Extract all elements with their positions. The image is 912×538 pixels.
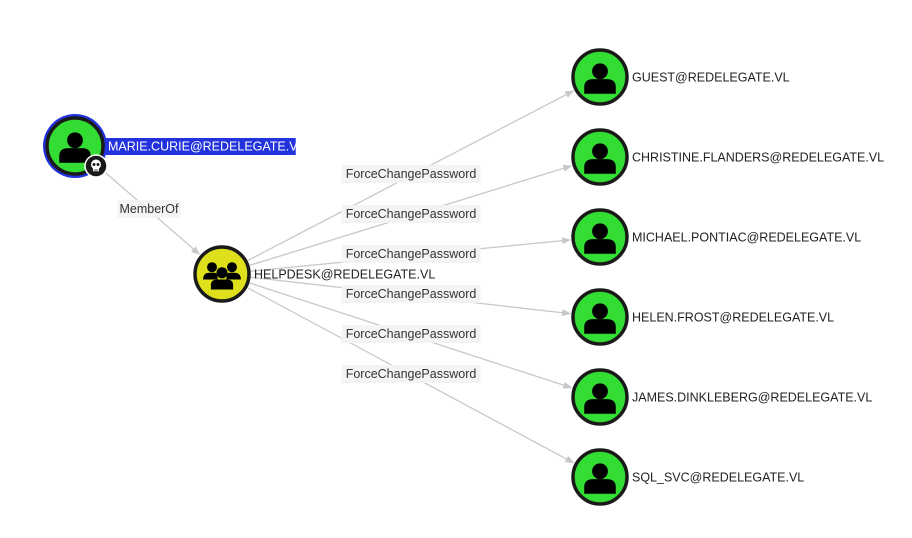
edge-label[interactable]: ForceChangePassword xyxy=(341,165,481,183)
node-sqlsvc[interactable]: SQL_SVC@REDELEGATE.VL xyxy=(571,448,804,506)
edge-label-text: ForceChangePassword xyxy=(346,247,477,261)
edge-label[interactable]: ForceChangePassword xyxy=(341,365,481,383)
edge-label-background xyxy=(117,200,181,218)
edge-label-background xyxy=(341,245,481,263)
edge-label[interactable]: MemberOf xyxy=(117,200,181,218)
edge-label-text: ForceChangePassword xyxy=(346,167,477,181)
nodes-layer: MARIE.CURIE@REDELEGATE.VL HELPDESK@REDELE… xyxy=(43,48,884,506)
node-christine[interactable]: CHRISTINE.FLANDERS@REDELEGATE.VL xyxy=(571,128,884,186)
edge-label-background xyxy=(341,165,481,183)
node-marie[interactable]: MARIE.CURIE@REDELEGATE.VL xyxy=(43,114,305,178)
node-label: JAMES.DINKLEBERG@REDELEGATE.VL xyxy=(632,391,872,405)
edge-label-text: MemberOf xyxy=(119,202,179,216)
node-label: CHRISTINE.FLANDERS@REDELEGATE.VL xyxy=(632,151,884,165)
edge-label-background xyxy=(341,285,481,303)
node-guest[interactable]: GUEST@REDELEGATE.VL xyxy=(571,48,790,106)
edge-label-text: ForceChangePassword xyxy=(346,287,477,301)
node-label: HELEN.FROST@REDELEGATE.VL xyxy=(632,311,834,325)
skull-icon xyxy=(84,154,108,178)
edge-label-text: ForceChangePassword xyxy=(346,207,477,221)
edge-label[interactable]: ForceChangePassword xyxy=(341,245,481,263)
edge-labels-layer: MemberOfForceChangePasswordForceChangePa… xyxy=(117,165,481,383)
edge-label-background xyxy=(341,205,481,223)
edge-label-text: ForceChangePassword xyxy=(346,367,477,381)
node-label: MICHAEL.PONTIAC@REDELEGATE.VL xyxy=(632,231,861,245)
edge-label-background xyxy=(341,365,481,383)
edge-label[interactable]: ForceChangePassword xyxy=(341,325,481,343)
selected-label-background xyxy=(106,138,296,155)
edge-label-background xyxy=(341,325,481,343)
node-james[interactable]: JAMES.DINKLEBERG@REDELEGATE.VL xyxy=(571,368,872,426)
node-helpdesk[interactable]: HELPDESK@REDELEGATE.VL xyxy=(193,245,435,303)
node-label: SQL_SVC@REDELEGATE.VL xyxy=(632,471,804,485)
node-helen[interactable]: HELEN.FROST@REDELEGATE.VL xyxy=(571,288,834,346)
edge-label[interactable]: ForceChangePassword xyxy=(341,205,481,223)
node-label: GUEST@REDELEGATE.VL xyxy=(632,71,790,85)
node-label: HELPDESK@REDELEGATE.VL xyxy=(254,268,435,282)
edge-label[interactable]: ForceChangePassword xyxy=(341,285,481,303)
node-michael[interactable]: MICHAEL.PONTIAC@REDELEGATE.VL xyxy=(571,208,861,266)
edge-label-text: ForceChangePassword xyxy=(346,327,477,341)
node-label: MARIE.CURIE@REDELEGATE.VL xyxy=(108,140,305,154)
